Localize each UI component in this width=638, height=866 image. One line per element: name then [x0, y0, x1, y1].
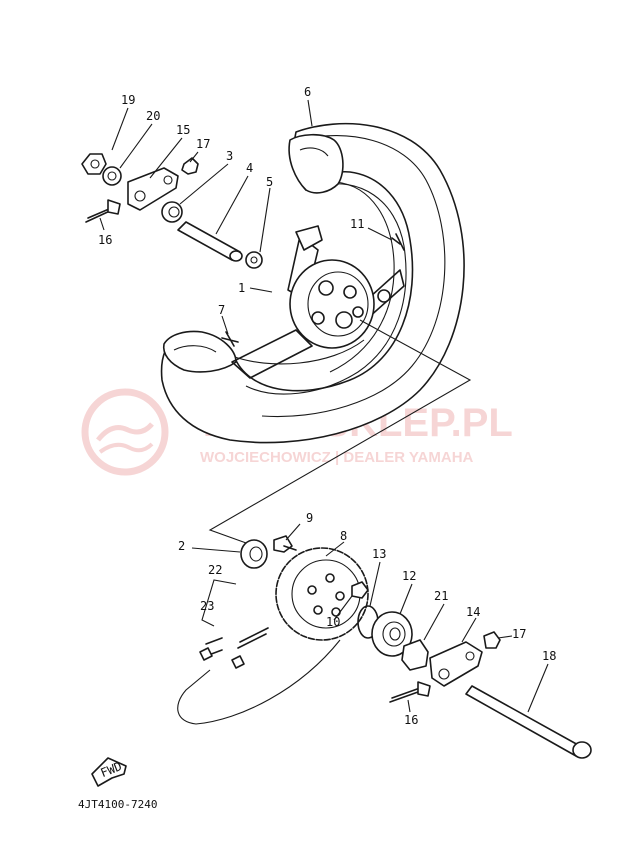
- label-7: 7: [218, 303, 225, 317]
- label-23: 23: [200, 599, 214, 613]
- tire-rim-edge: [245, 183, 407, 395]
- label-15: 15: [176, 123, 190, 137]
- hub: [289, 225, 391, 349]
- label-5: 5: [266, 175, 273, 189]
- label-10: 10: [326, 615, 340, 629]
- label-16-top: 16: [98, 233, 112, 247]
- nut-part-17-bottom: [483, 631, 501, 649]
- label-16-bottom: 16: [404, 713, 418, 727]
- tire-section-bottom: [162, 330, 237, 373]
- exploded-path-line: [208, 319, 472, 549]
- washer-part-20: [102, 166, 122, 186]
- label-3: 3: [226, 149, 233, 163]
- leader-lines: [99, 99, 549, 713]
- bearing-part-5: [245, 251, 263, 269]
- fwd-arrow-icon: FWD: [91, 757, 127, 787]
- valve-stem: [221, 331, 239, 347]
- label-6: 6: [304, 85, 311, 99]
- wheel-assembly: [160, 122, 465, 444]
- watermark-subtitle: WOJCIECHOWICZ | DEALER YAMAHA: [200, 449, 474, 466]
- diagram-code: 4JT4100-7240: [78, 798, 157, 811]
- bolt-part-16-top: [85, 199, 121, 223]
- spacer-part-4: [177, 221, 243, 262]
- label-17-bottom: 17: [512, 627, 526, 641]
- label-20: 20: [146, 109, 160, 123]
- label-1: 1: [238, 281, 245, 295]
- label-18: 18: [542, 649, 556, 663]
- label-14: 14: [466, 605, 480, 619]
- nut-part-17-top: [181, 157, 199, 175]
- chain-outline: [177, 639, 341, 725]
- part-labels: 19 20 15 17 3 4 5 6 11 1 7 16 9 2 8 13 2…: [98, 85, 556, 727]
- label-8: 8: [340, 529, 347, 543]
- label-21: 21: [434, 589, 448, 603]
- chain-adjuster-15: [127, 167, 179, 211]
- tire-inner-ridge: [261, 135, 446, 418]
- nut-part-19: [81, 153, 107, 175]
- label-11: 11: [350, 217, 364, 231]
- watermark-logo-icon: [81, 388, 169, 476]
- chain-adjuster-14: [429, 641, 483, 687]
- bolts-part-22-23: [199, 579, 269, 669]
- collar-part-3: [161, 201, 183, 223]
- label-13: 13: [372, 547, 386, 561]
- bolt-part-9: [273, 535, 297, 553]
- collar-part-21: [401, 639, 429, 671]
- spoke-lower: [231, 329, 313, 379]
- sprocket-hub-part-12: [371, 611, 413, 657]
- axle-part-18: [465, 685, 592, 759]
- bearing-part-2: [240, 539, 268, 569]
- nut-part-10: [351, 581, 369, 599]
- valve: [391, 233, 405, 251]
- fwd-label: FWD: [99, 759, 124, 780]
- bolt-part-16-bottom: [389, 681, 431, 703]
- label-12: 12: [402, 569, 416, 583]
- label-22: 22: [208, 563, 222, 577]
- tire-section-top: [288, 133, 344, 194]
- tire-bead: [329, 181, 395, 373]
- label-4: 4: [246, 161, 253, 175]
- label-17-top: 17: [196, 137, 210, 151]
- label-19: 19: [121, 93, 135, 107]
- label-9: 9: [306, 511, 313, 525]
- label-2: 2: [178, 539, 185, 553]
- tire-rim-lip: [231, 339, 365, 365]
